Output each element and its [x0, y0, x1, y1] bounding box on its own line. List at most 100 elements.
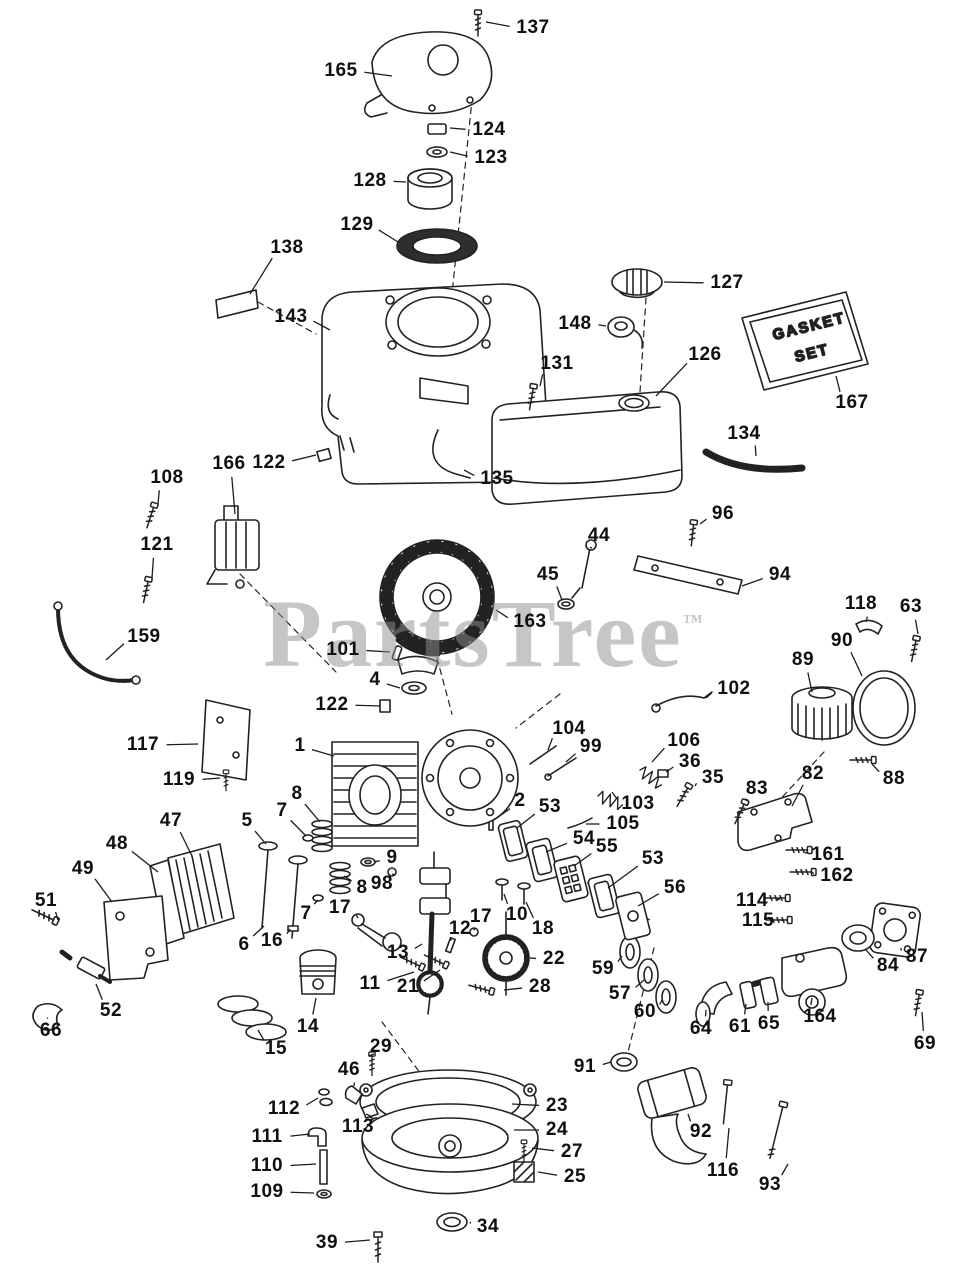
part-label-6: 6 [238, 934, 250, 955]
exhaust-flange-59 [619, 935, 641, 969]
leader-line [386, 683, 401, 689]
leader-line [694, 782, 698, 787]
leader-line [663, 281, 704, 284]
leader-line [311, 749, 335, 757]
leader-line [95, 983, 103, 1000]
part-label-108: 108 [150, 467, 184, 488]
part-label-2: 2 [514, 790, 526, 811]
part-label-91: 91 [573, 1056, 597, 1077]
leader-line [537, 1171, 558, 1176]
leader-line [365, 1113, 371, 1117]
part-label-82: 82 [801, 763, 825, 784]
intake-elbow-64 [695, 981, 733, 1027]
leader-line [105, 643, 125, 661]
part-label-61: 61 [728, 1016, 752, 1037]
part-label-24: 24 [545, 1119, 569, 1140]
part-label-16: 16 [260, 930, 284, 951]
part-label-13: 13 [386, 942, 410, 963]
washer-123 [426, 146, 448, 158]
leader-line [151, 557, 155, 579]
leader-line [743, 1003, 747, 1015]
part-label-60: 60 [633, 1001, 657, 1022]
blower-housing [321, 283, 548, 485]
filler-neck-148 [607, 316, 644, 349]
retainer-7b [312, 894, 324, 902]
camshaft-gear-22 [482, 911, 530, 996]
flywheel-key-101 [391, 645, 403, 661]
spark-plug-52 [59, 949, 112, 984]
part-label-53: 53 [538, 796, 562, 817]
starter-cover [363, 31, 493, 118]
wire-clip-135 [432, 429, 471, 479]
piston [299, 949, 337, 995]
part-label-27: 27 [560, 1141, 584, 1162]
leader-line [254, 830, 267, 845]
ground-wire-159 [53, 601, 141, 685]
piston-rings-15 [217, 995, 287, 1041]
leader-line [539, 374, 544, 387]
part-label-96: 96 [711, 503, 735, 524]
part-label-21: 21 [396, 976, 420, 997]
fuel-tank [491, 390, 683, 506]
leader-line [573, 852, 592, 867]
fuel-line-134 [702, 448, 806, 473]
leader-line [865, 949, 874, 959]
leader-line [312, 997, 317, 1015]
part-label-115: 115 [741, 910, 775, 931]
leader-line [131, 850, 159, 873]
part-label-89: 89 [791, 649, 815, 670]
link-99 [544, 757, 577, 781]
retainer-7a [302, 834, 314, 842]
part-label-143: 143 [274, 306, 308, 327]
part-label-15: 15 [264, 1038, 288, 1059]
part-label-65: 65 [757, 1013, 781, 1034]
leader-line [290, 819, 307, 837]
leader-line [775, 898, 781, 901]
gasket-84 [841, 924, 875, 952]
part-label-101: 101 [326, 639, 360, 660]
leader-line [344, 1239, 371, 1243]
part-label-46: 46 [337, 1059, 361, 1080]
part-label-163: 163 [513, 611, 547, 632]
link-105 [567, 817, 593, 829]
leader-line [705, 692, 713, 699]
part-label-113: 113 [341, 1116, 375, 1137]
leader-line [414, 943, 423, 949]
leader-line [366, 649, 391, 653]
leader-line [257, 1029, 265, 1040]
part-label-12: 12 [448, 918, 472, 939]
part-label-53: 53 [641, 848, 665, 869]
leader-line [503, 893, 509, 905]
governor-shaft-44 [571, 539, 597, 599]
part-label-18: 18 [531, 918, 555, 939]
leader-line [364, 71, 393, 77]
leader-line [290, 1163, 317, 1167]
fill-elbow-111 [307, 1127, 327, 1147]
part-label-90: 90 [830, 630, 854, 651]
nut-36 [657, 769, 669, 778]
part-label-104: 104 [552, 718, 586, 739]
leader-line [725, 1127, 730, 1159]
part-label-47: 47 [159, 810, 183, 831]
part-label-135: 135 [480, 468, 514, 489]
spacer-65 [759, 976, 779, 1006]
leader-line [313, 899, 319, 905]
part-label-124: 124 [472, 119, 506, 140]
part-label-110: 110 [250, 1155, 284, 1176]
part-label-94: 94 [768, 564, 792, 585]
starter-screen-129 [396, 228, 478, 264]
leader-line [368, 1053, 375, 1057]
connecting-rod-17 [351, 913, 402, 952]
leader-line [485, 21, 510, 27]
part-label-9: 9 [386, 847, 398, 868]
gasket-53a [497, 819, 529, 863]
part-label-106: 106 [667, 730, 701, 751]
leader-line [473, 928, 476, 931]
leader-line [166, 743, 199, 746]
washer-109 [316, 1189, 332, 1199]
part-label-22: 22 [542, 948, 566, 969]
part-label-121: 121 [140, 534, 174, 555]
part-label-109: 109 [250, 1181, 284, 1202]
